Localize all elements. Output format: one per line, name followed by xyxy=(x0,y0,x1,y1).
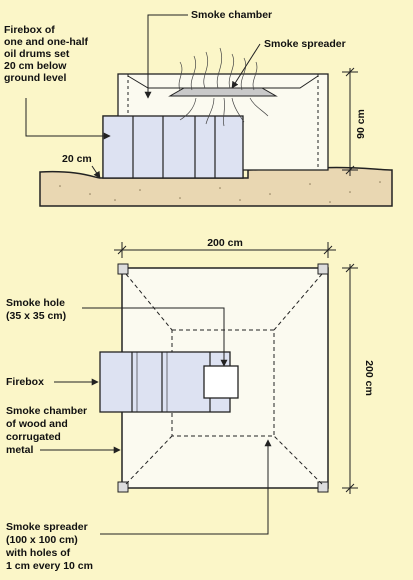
smoke-hole xyxy=(203,365,239,399)
firebox-side-label: Firebox of one and one-half oil drums se… xyxy=(4,24,91,84)
depth-label: 20 cm xyxy=(62,153,92,165)
firebox-side-line-1: Firebox of xyxy=(4,24,55,36)
spreader-line-3: with holes of xyxy=(5,547,71,559)
chamber-line-2: of wood and xyxy=(6,418,68,430)
ground-texture xyxy=(59,181,381,203)
firebox-side-line-5: ground level xyxy=(4,72,67,84)
plan-view: 200 cm 200 cm Smoke hole (35 x 35 cm) Fi… xyxy=(5,237,375,572)
smoke-hole-line-1: Smoke hole xyxy=(6,297,65,309)
smoke-hole-label: Smoke hole (35 x 35 cm) xyxy=(6,297,68,322)
smoke-spreader-leader xyxy=(231,43,261,89)
spreader-outline xyxy=(125,273,323,485)
firebox-side-line-4: 20 cm below xyxy=(4,60,67,72)
chamber-plan-label: Smoke chamber of wood and corrugated met… xyxy=(6,405,90,456)
side-view: 90 cm Smoke chamber Smoke spreader Fireb… xyxy=(4,9,393,207)
spreader-line-1: Smoke spreader xyxy=(6,521,88,533)
corner-posts xyxy=(117,263,329,493)
depth-leader xyxy=(91,165,101,179)
width-label: 200 cm xyxy=(207,237,243,249)
smoke-hole-line-2: (35 x 35 cm) xyxy=(6,310,66,322)
chamber-line-1: Smoke chamber xyxy=(6,405,87,417)
spreader-line-4: 1 cm every 10 cm xyxy=(6,560,93,572)
smoke-spreader xyxy=(168,87,278,97)
smoke-hole-leader xyxy=(82,307,228,367)
spreader-plan-label: Smoke spreader (100 x 100 cm) with holes… xyxy=(5,521,93,572)
height-label: 90 cm xyxy=(355,109,367,139)
smoke-chamber-label: Smoke chamber xyxy=(191,9,272,21)
spreader-plan-leader xyxy=(100,439,272,535)
chamber-line-3: corrugated xyxy=(6,431,61,443)
depth-dimension xyxy=(342,263,358,494)
plan-depth-label: 200 cm xyxy=(363,360,375,396)
firebox-side-line-3: oil drums set xyxy=(4,48,70,60)
firebox-side-leader xyxy=(25,98,111,140)
smoke-spreader-label: Smoke spreader xyxy=(264,38,346,50)
smoke-chamber-leader xyxy=(144,14,188,99)
firebox-plan-label: Firebox xyxy=(6,376,44,388)
height-dimension xyxy=(342,67,358,176)
firebox-side-line-2: one and one-half xyxy=(4,36,89,48)
chamber-line-4: metal xyxy=(6,444,34,456)
width-dimension xyxy=(114,242,336,258)
spreader-line-2: (100 x 100 cm) xyxy=(6,534,78,546)
smoke-wisps xyxy=(178,47,269,127)
